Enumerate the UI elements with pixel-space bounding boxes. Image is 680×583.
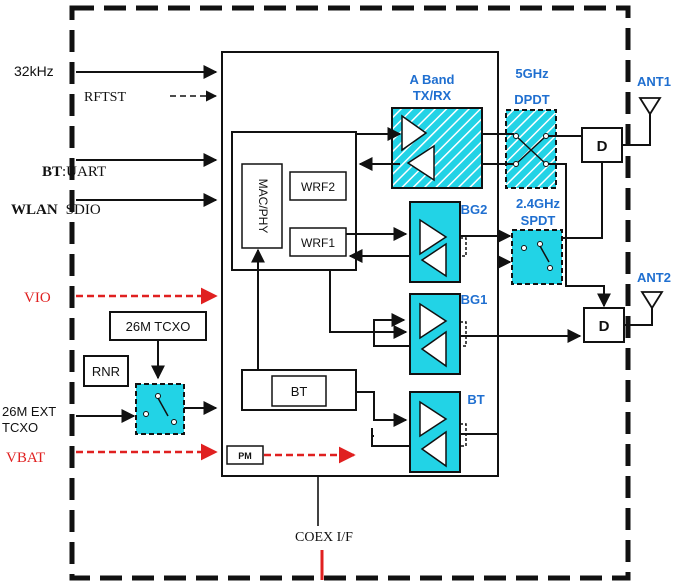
bg1-tx-amp: [419, 302, 448, 340]
wrf2-box: [289, 171, 347, 201]
rftst-label: RFTST: [84, 90, 126, 105]
dpdt-pin: [543, 161, 549, 167]
dpdt-pin: [513, 133, 519, 139]
bt-core-inner: [271, 375, 327, 407]
d2-to-ant2: [624, 308, 653, 326]
ant2-label: ANT2: [637, 270, 671, 285]
bt-uart: :UART: [62, 164, 106, 180]
bt-prefix: BT: [42, 164, 62, 180]
coex-label: COEX I/F: [295, 530, 353, 545]
ext-tcxo-line1: 26M EXT: [2, 404, 56, 419]
btrf-to-spdt: [460, 255, 512, 435]
diplexer2-label: D: [599, 318, 610, 335]
spdt-blade: [539, 245, 550, 263]
bt-core-label: BT: [291, 384, 308, 399]
diplexer2-box: [583, 307, 625, 343]
aband-rx-amp: [406, 144, 435, 182]
rnr-label: RNR: [92, 364, 120, 379]
tcxo-box: [109, 311, 207, 341]
d1-to-ant1: [622, 114, 651, 146]
ghz24-label: 2.4GHz: [516, 196, 561, 211]
aband-line2: TX/RX: [413, 88, 452, 103]
spdt-label: SPDT: [521, 213, 556, 228]
dpdt-cross-b: [515, 135, 547, 165]
clk32-label: 32kHz: [14, 63, 54, 79]
tcxo-label: 26M TCXO: [126, 319, 191, 334]
spdt-pin: [521, 245, 527, 251]
wrf1-label: WRF1: [301, 236, 335, 250]
bg1-box: [409, 293, 461, 375]
pm-label: PM: [238, 451, 252, 461]
wrf1-box: [289, 227, 347, 257]
bg2-tx-amp: [419, 218, 448, 256]
diplexer1-label: D: [597, 138, 608, 155]
bg2-label: BG2: [461, 202, 488, 217]
aband-line1: A Band: [409, 72, 454, 87]
diplexer1-box: [581, 127, 623, 163]
bg1-label: BG1: [461, 292, 488, 307]
bg1-rx-tap: [460, 321, 467, 347]
dpdt-label: DPDT: [514, 92, 549, 107]
bg2-rx-tap: [460, 237, 467, 257]
vio-label: VIO: [24, 290, 51, 306]
dpdt-to-d2: [548, 163, 611, 308]
bg1-rx-amp: [420, 330, 447, 368]
module-outline: [69, 5, 631, 581]
btcore-to-btrf: [356, 391, 408, 427]
dpdt-pin: [543, 133, 549, 139]
pm-box: [226, 445, 264, 465]
bt-uart-label: BT:UART: [42, 164, 106, 180]
bg1-rx-loop: [373, 313, 410, 347]
spdt-pin: [547, 265, 553, 271]
spdt-pin: [537, 241, 543, 247]
tcxo-switch: [135, 383, 185, 435]
wrf2-label: WRF2: [301, 180, 335, 194]
bt-rf-label: BT: [467, 392, 484, 407]
spdt-switch: [511, 229, 563, 285]
dpdt-pin: [513, 161, 519, 167]
ext-tcxo-line2: TCXO: [2, 420, 38, 435]
switch-blade: [157, 397, 169, 417]
mac-phy-label: MAC/PHY: [256, 179, 270, 234]
wlan-prefix: WLAN: [11, 202, 58, 218]
btrf-to-btcore: [371, 428, 410, 447]
switch-pin: [155, 393, 161, 399]
ant1-icon: [638, 97, 662, 116]
ant1-label: ANT1: [637, 74, 671, 89]
mac-phy-box: [241, 163, 283, 249]
wrf-to-bg1: [329, 270, 408, 339]
switch-pin: [171, 419, 177, 425]
aband-tx-amp: [401, 114, 428, 152]
spdt-to-d1: [562, 162, 603, 239]
ant2-icon: [640, 291, 664, 310]
bt-rx-amp: [420, 430, 447, 468]
bt-tx-amp: [419, 400, 448, 438]
bt-rf-box: [409, 391, 461, 473]
rnr-box: [83, 355, 129, 387]
ghz5-label: 5GHz: [515, 66, 549, 81]
bg2-rx-amp: [420, 242, 447, 278]
switch-pin: [143, 411, 149, 417]
wlan-sdio-label: WLAN SDIO: [11, 202, 101, 218]
wlan-sdio: SDIO: [66, 202, 101, 218]
vbat-label: VBAT: [6, 450, 45, 466]
